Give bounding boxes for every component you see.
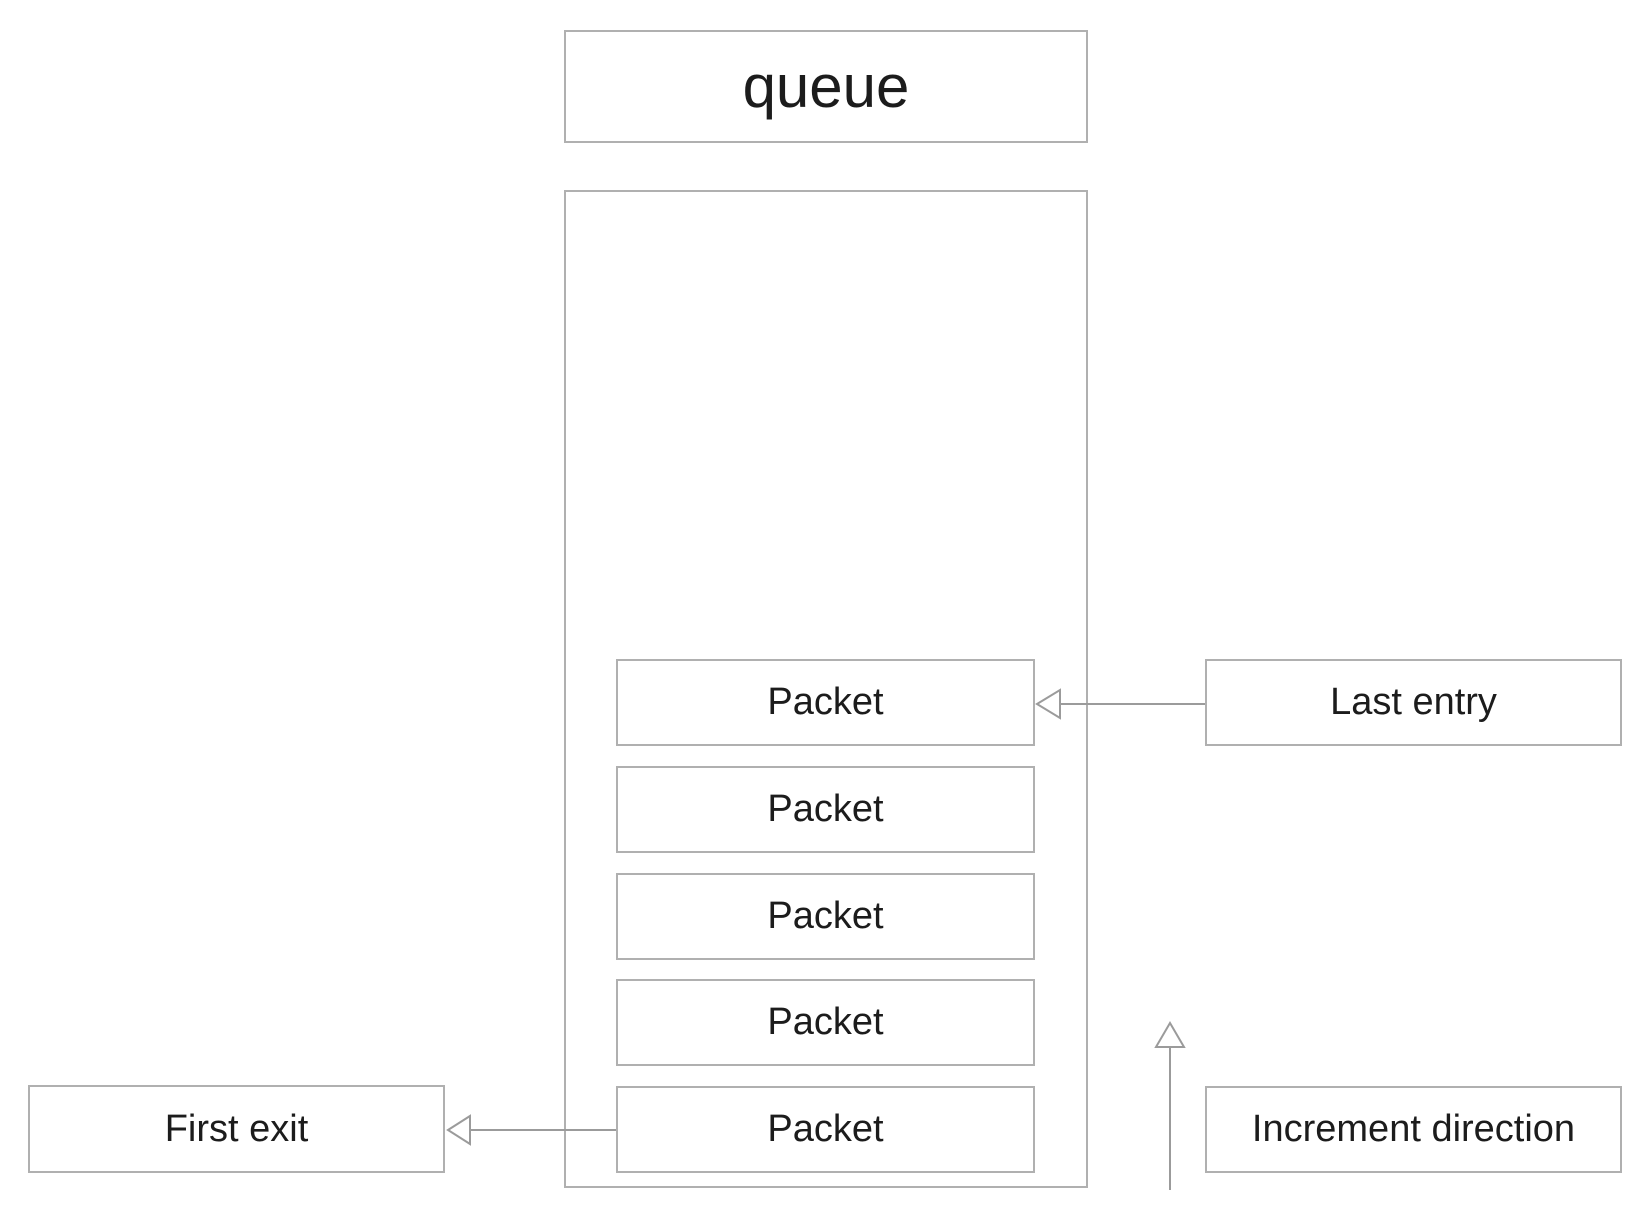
increment-direction-box: Increment direction — [1205, 1086, 1622, 1173]
packet-box-1: Packet — [616, 659, 1035, 746]
increment-direction-arrow-icon — [1154, 1021, 1186, 1190]
packet-label: Packet — [767, 681, 884, 723]
queue-title-box: queue — [564, 30, 1088, 143]
increment-direction-label: Increment direction — [1251, 1108, 1576, 1150]
first-exit-label: First exit — [164, 1107, 309, 1150]
packet-label: Packet — [767, 895, 884, 937]
packet-label: Packet — [767, 1001, 884, 1043]
packet-label: Packet — [767, 1108, 884, 1150]
first-exit-box: First exit — [28, 1085, 445, 1173]
packet-box-5: Packet — [616, 1086, 1035, 1173]
queue-title-label: queue — [742, 53, 910, 120]
packet-label: Packet — [767, 788, 884, 830]
last-entry-arrow-icon — [1035, 688, 1205, 720]
packet-box-3: Packet — [616, 873, 1035, 960]
packet-box-4: Packet — [616, 979, 1035, 1066]
packet-box-2: Packet — [616, 766, 1035, 853]
first-exit-arrow-icon — [446, 1114, 617, 1146]
last-entry-box: Last entry — [1205, 659, 1622, 746]
last-entry-label: Last entry — [1330, 681, 1497, 723]
